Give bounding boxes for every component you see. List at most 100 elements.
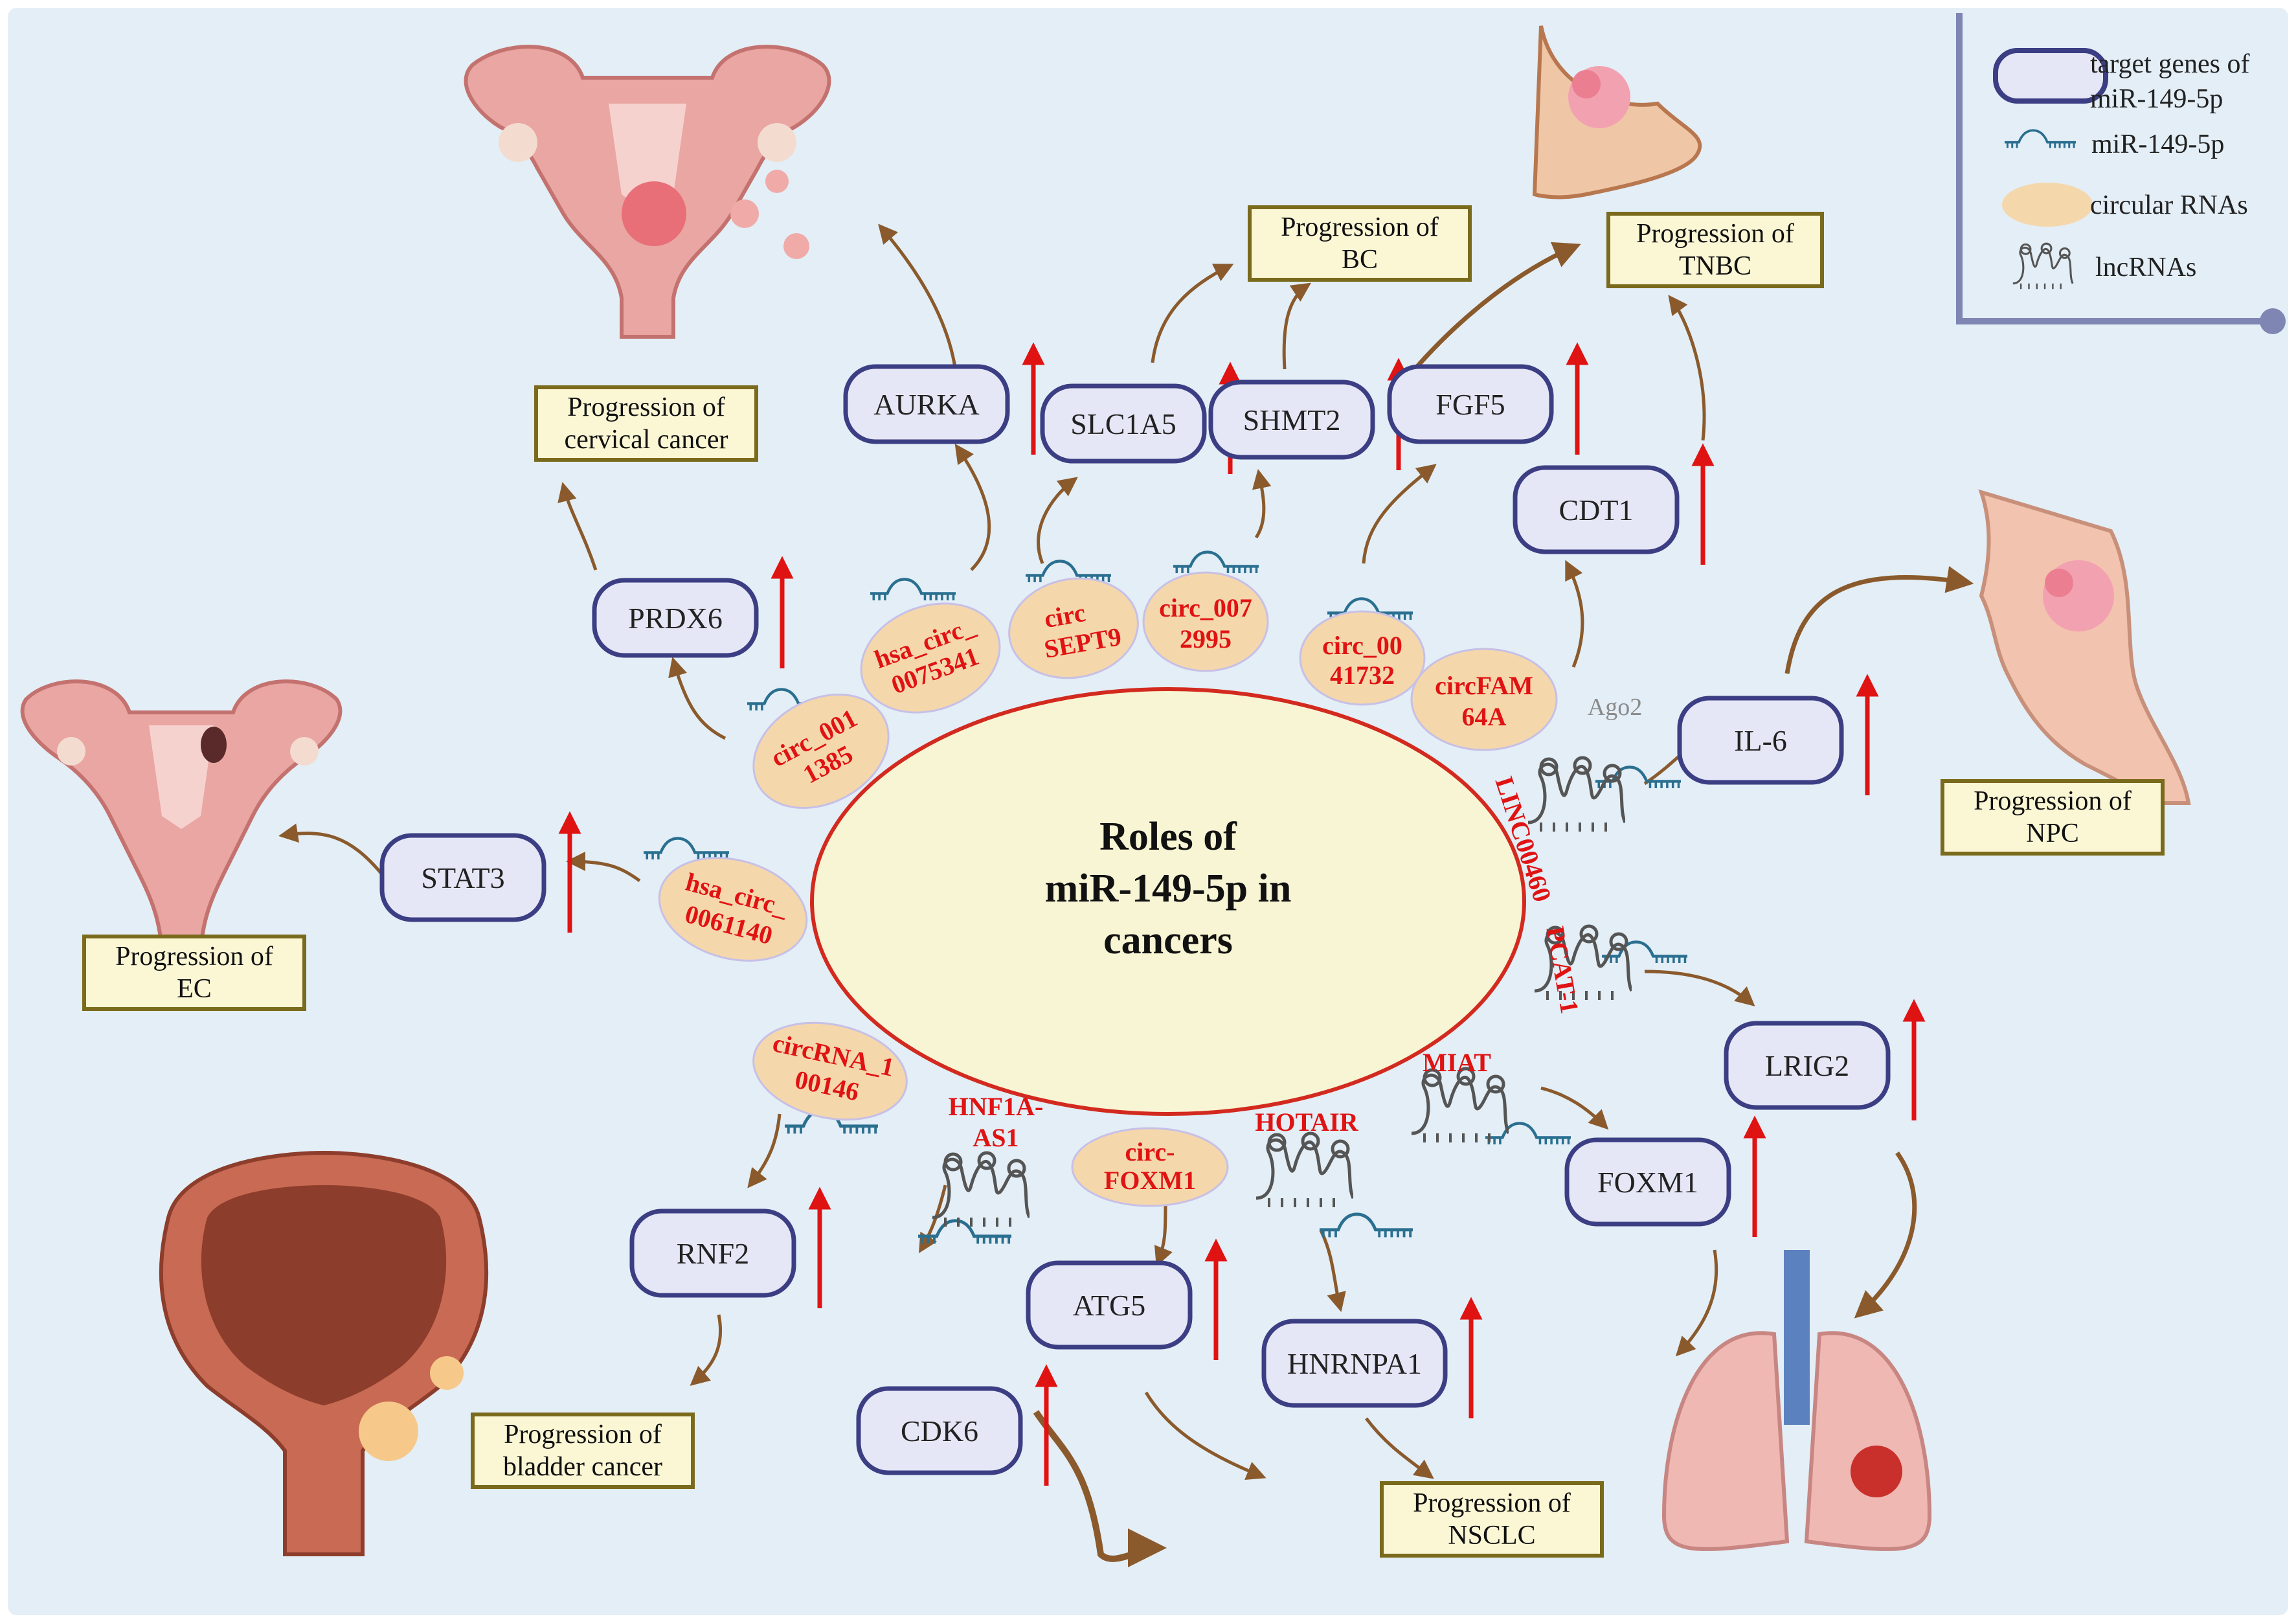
legend-circ-label: circular RNAs (2090, 190, 2248, 220)
circ-rna-label: 2995 (1180, 624, 1232, 653)
outcome-label: Progression of (504, 1420, 662, 1449)
legend-mirna-label: miR-149-5p (2091, 130, 2224, 159)
gene-pill (1387, 364, 1554, 444)
uterus-left-illustration (20, 679, 343, 999)
gene-pill (1040, 383, 1207, 464)
circ-rna-label: FOXM1 (1104, 1166, 1196, 1195)
outcome-label: TNBC (1679, 251, 1751, 281)
gene-node-prdx6: PRDX6 (592, 556, 794, 668)
outcome-label: cervical cancer (565, 425, 728, 455)
circ-rna-node: circ- FOXM1 (1071, 1127, 1229, 1207)
outcome-box: Progression of NPC (1941, 779, 2165, 856)
outcome-box-frame (471, 1413, 695, 1489)
circ-rna-node: hsa_circ_ 0075341 (860, 602, 1001, 714)
gene-node-atg5: ATG5 (1026, 1238, 1228, 1360)
outcome-label: Progression of (1974, 786, 2132, 816)
circ-rna-label: 41732 (1330, 661, 1395, 690)
uterus-top-illustration (464, 45, 831, 339)
circ-rna-node: circ SEPT9 (1008, 577, 1139, 679)
center-title-line1: Roles of (1099, 815, 1237, 859)
outcome-box: Progression of bladder cancer (471, 1413, 695, 1489)
circ-rna-node: circ_001 1385 (752, 693, 890, 810)
gene-node-shmt2: SHMT2 (1208, 358, 1410, 470)
legend-target-line2: miR-149-5p (2090, 84, 2223, 114)
gene-pill (629, 1209, 796, 1298)
gene-pill (379, 833, 546, 922)
gene-node-cdk6: CDK6 (856, 1364, 1058, 1486)
gene-label: CDT1 (1559, 494, 1634, 527)
gene-label: ATG5 (1073, 1289, 1145, 1322)
gene-node-lrig2: LRIG2 (1724, 999, 1926, 1120)
gene-label: LRIG2 (1765, 1049, 1849, 1082)
gene-node-il-6: IL-6 (1677, 674, 1879, 795)
legend-corner-dot (2260, 308, 2286, 334)
outcome-label: Progression of (1413, 1488, 1571, 1518)
outcome-label: Progression of (567, 392, 725, 422)
gene-node-foxm1: FOXM1 (1564, 1115, 1766, 1237)
gene-node-hnrnpa1: HNRNPA1 (1261, 1297, 1483, 1418)
outcome-label: Progression of (1281, 212, 1439, 242)
gene-pill (1026, 1260, 1193, 1350)
outcome-label: BC (1342, 245, 1378, 275)
outcome-label: NPC (2026, 819, 2079, 848)
gene-label: HNRNPA1 (1287, 1347, 1422, 1380)
legend-gene-swatch (1993, 48, 2108, 104)
gene-node-rnf2: RNF2 (629, 1186, 831, 1308)
circ-rna-node: circRNA_1 00146 (752, 1021, 908, 1121)
gene-pill (1724, 1021, 1891, 1110)
gene-pill (592, 578, 759, 658)
outcome-label: Progression of (1636, 219, 1794, 249)
outcome-label: EC (177, 974, 212, 1004)
gene-pill (1261, 1319, 1448, 1408)
circ-rna-label: circ_00 (1322, 631, 1402, 660)
legend-target-line1: target genes of (2090, 49, 2249, 79)
gene-label: CDK6 (901, 1414, 978, 1447)
circ-rna-label: circ_007 (1159, 593, 1252, 622)
gene-label: PRDX6 (628, 602, 723, 635)
outcome-box-frame (1941, 779, 2165, 856)
gene-node-fgf5: FGF5 (1387, 342, 1589, 455)
lncrna-label: HOTAIR (1255, 1107, 1358, 1137)
gene-pill (1513, 465, 1680, 554)
lung-illustration (1661, 1250, 1932, 1551)
outcome-box-frame (1606, 212, 1824, 288)
circ-rna-label: circ- (1125, 1137, 1175, 1166)
circ-rna-node: circ_007 2995 (1142, 571, 1269, 672)
outcome-box-frame (1248, 205, 1472, 282)
legend: target genes of miR-149-5p miR-149-5p ci… (1956, 13, 2286, 334)
gene-label: SLC1A5 (1070, 407, 1176, 440)
lncrna-label: HNF1A- (949, 1092, 1044, 1121)
gene-pill (1208, 380, 1375, 460)
gene-label: RNF2 (677, 1237, 749, 1270)
gene-pill (1677, 696, 1844, 785)
outcome-box: Progression of EC (82, 935, 306, 1011)
outcome-label: Progression of (115, 942, 273, 971)
gene-label: FOXM1 (1597, 1166, 1698, 1199)
outcome-box-frame (534, 385, 758, 462)
circ-rna-label: 64A (1462, 702, 1507, 731)
breast-illustration (1532, 25, 1702, 199)
gene-label: FGF5 (1435, 388, 1505, 421)
circ-rna-node: circFAM 64A (1410, 648, 1558, 751)
gene-node-stat3: STAT3 (379, 811, 581, 933)
outcome-label: bladder cancer (503, 1452, 662, 1482)
circ-rna-node: hsa_circ_ 0061140 (658, 857, 808, 962)
gene-label: IL-6 (1734, 724, 1787, 757)
gene-label: SHMT2 (1243, 403, 1341, 437)
gene-pill (856, 1386, 1023, 1475)
central-ellipse (810, 687, 1526, 1116)
bladder-illustration (159, 1150, 489, 1556)
regulation-arrows (278, 223, 1974, 1568)
ago2-label: Ago2 (1588, 694, 1642, 721)
lncrna-label: AS1 (973, 1123, 1019, 1152)
legend-circ-swatch (2002, 183, 2093, 227)
lncrna-label: MIAT (1423, 1048, 1491, 1077)
outcome-box-frame (82, 935, 306, 1011)
gene-label: STAT3 (421, 861, 504, 894)
center-title-line2: miR-149-5p in (1045, 867, 1292, 911)
